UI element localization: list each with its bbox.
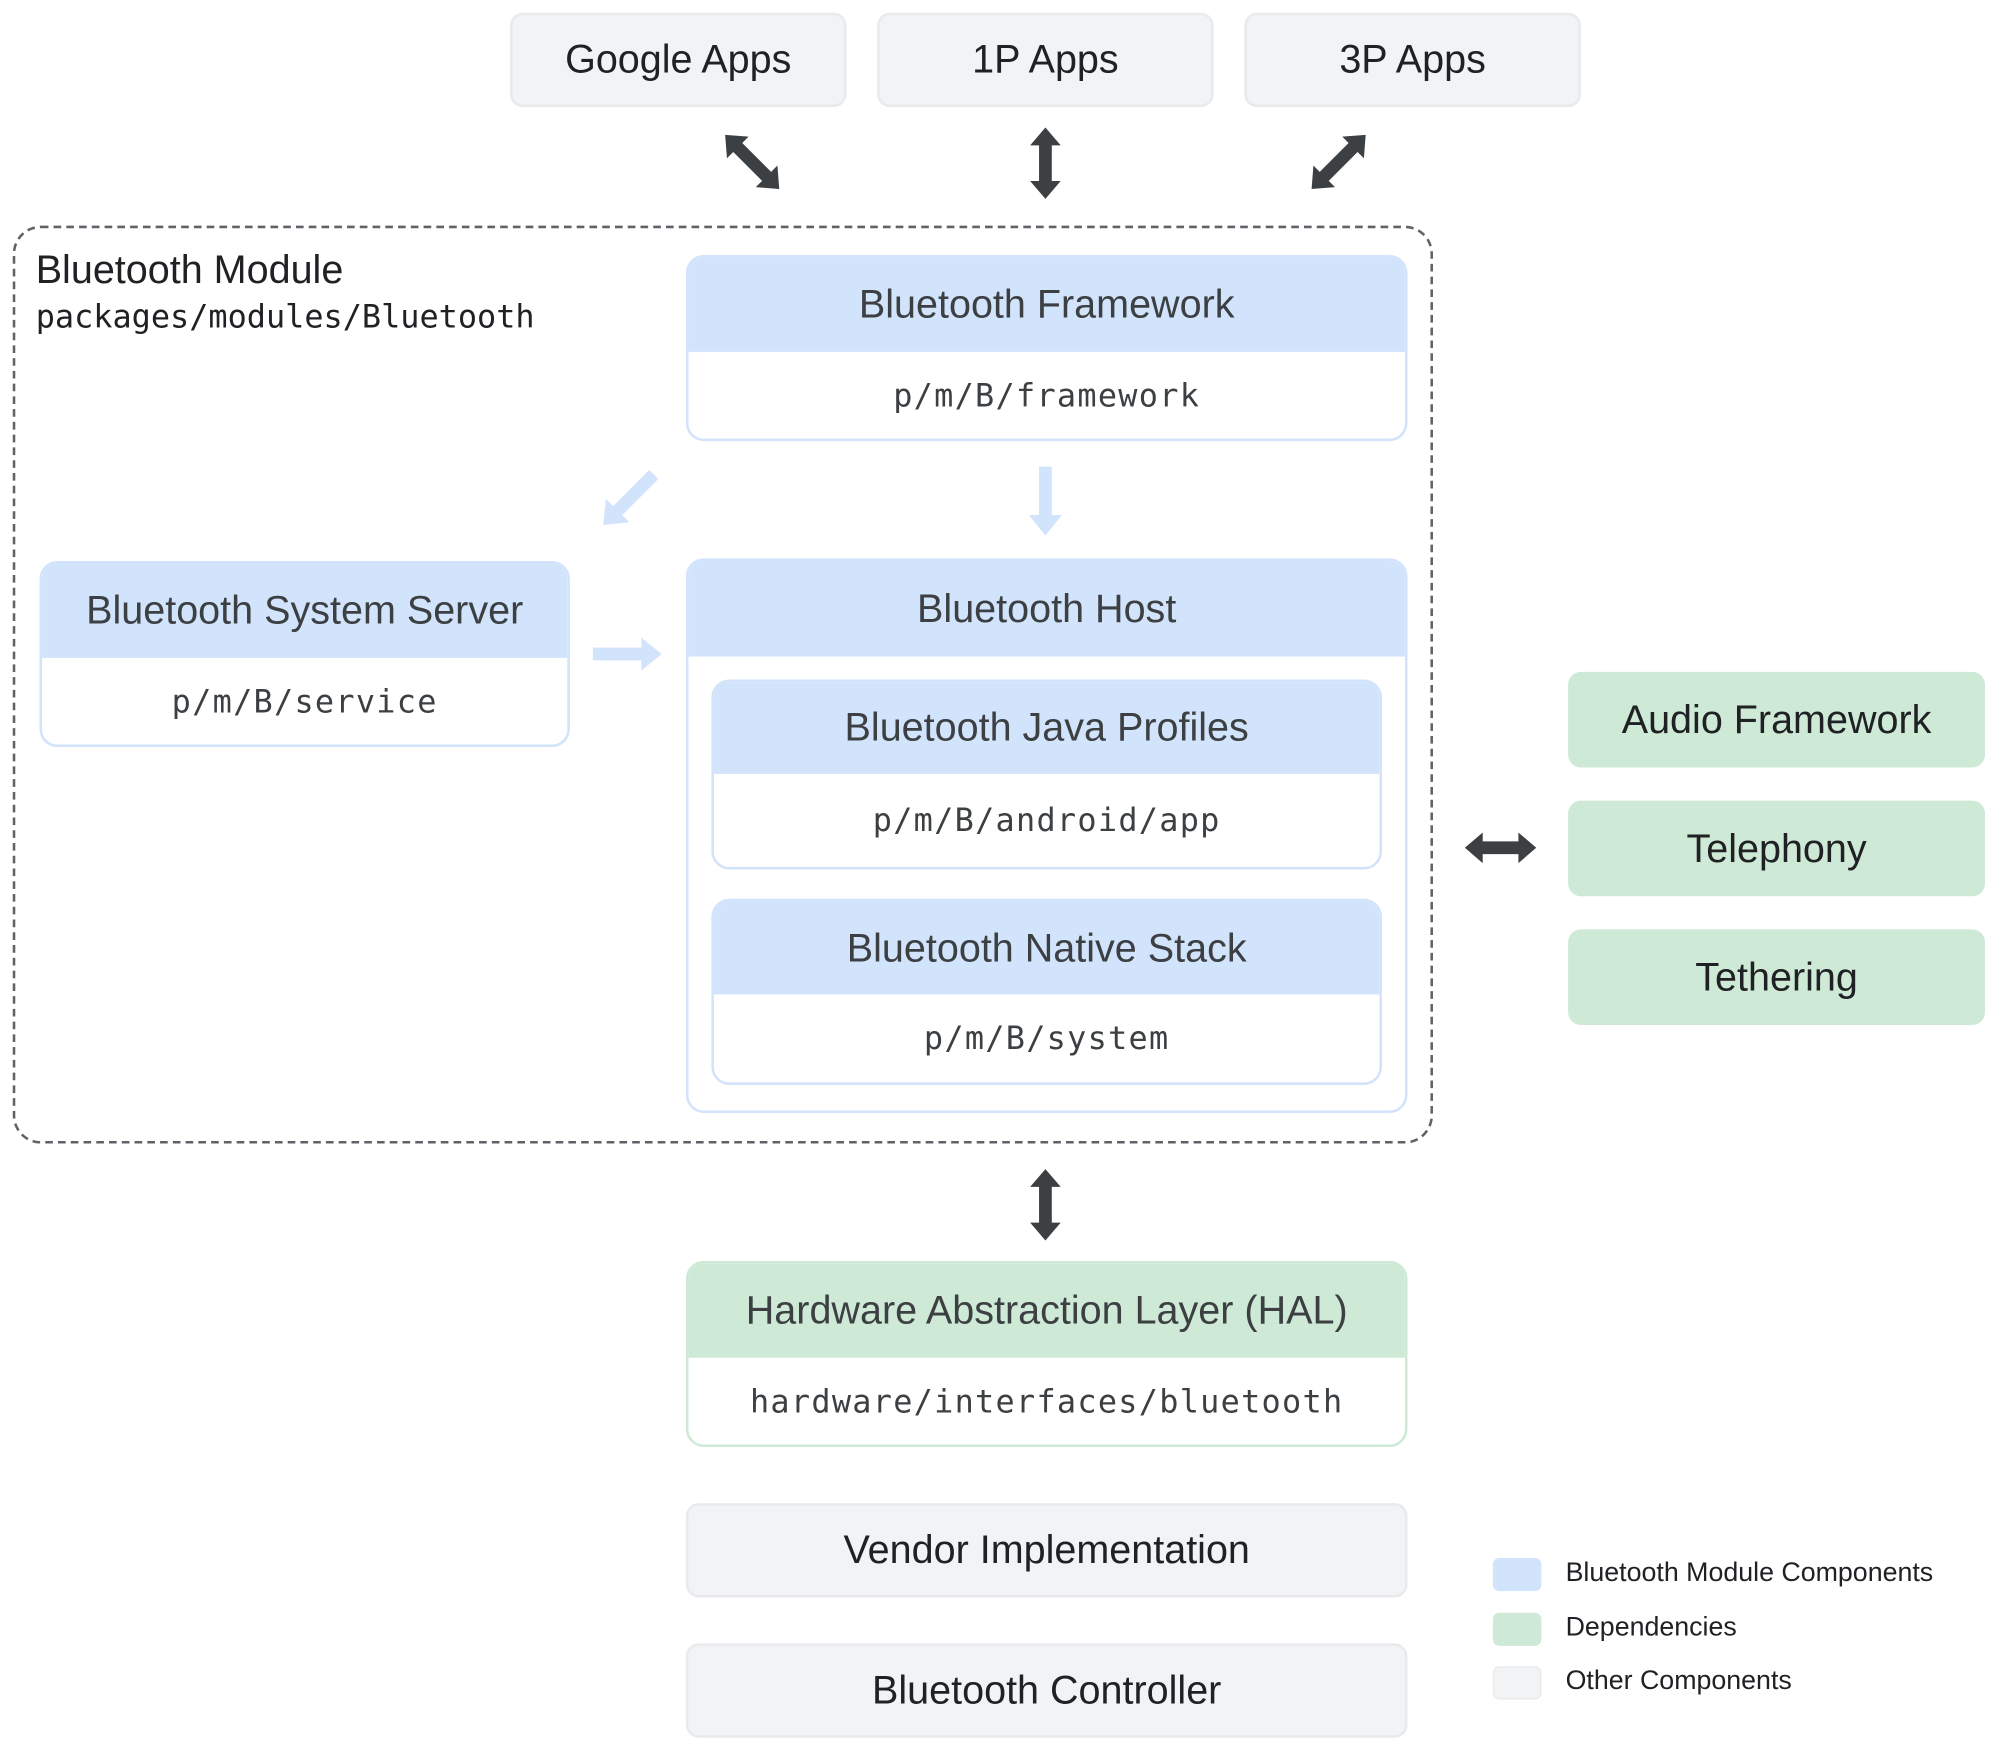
vendor-implementation-box: Vendor Implementation <box>685 1503 1408 1598</box>
double-arrow-icon <box>1030 127 1061 199</box>
double-arrow-icon <box>725 134 780 189</box>
1p-apps-box: 1P Apps <box>877 12 1214 108</box>
bluetooth-module-boundary <box>12 225 1433 1144</box>
audio-framework-label: Audio Framework <box>1621 696 1932 742</box>
legend-label: Dependencies <box>1565 1612 1737 1643</box>
arrow-down-icon <box>1028 466 1062 536</box>
arrow-down-left-icon <box>603 470 659 526</box>
audio-framework-box: Audio Framework <box>1568 671 1986 768</box>
hal-path: hardware/interfaces/bluetooth <box>749 1382 1344 1420</box>
telephony-box: Telephony <box>1568 800 1986 897</box>
arrow-right-icon <box>592 637 662 671</box>
legend-swatch-blue <box>1492 1557 1542 1592</box>
framework-path: p/m/B/framework <box>893 376 1201 414</box>
legend-swatch-green <box>1492 1612 1542 1646</box>
bluetooth-java-profiles-box: Bluetooth Java Profiles p/m/B/android/ap… <box>711 679 1382 870</box>
native-stack-path: p/m/B/system <box>923 1019 1170 1057</box>
hal-title: Hardware Abstraction Layer (HAL) <box>688 1263 1405 1358</box>
legend-label: Other Components <box>1565 1666 1792 1696</box>
3p-apps-label: 3P Apps <box>1339 36 1486 82</box>
tethering-label: Tethering <box>1695 954 1858 999</box>
module-path: packages/modules/Bluetooth <box>35 298 535 336</box>
telephony-label: Telephony <box>1686 825 1867 871</box>
double-arrow-icon <box>1464 832 1537 864</box>
1p-apps-label: 1P Apps <box>972 36 1119 82</box>
java-profiles-path: p/m/B/android/app <box>872 801 1221 839</box>
system-server-title: Bluetooth System Server <box>42 563 568 658</box>
google-apps-box: Google Apps <box>509 12 847 108</box>
bluetooth-controller-box: Bluetooth Controller <box>685 1643 1408 1738</box>
module-title: Bluetooth Module <box>35 247 344 292</box>
host-title: Bluetooth Host <box>688 560 1405 657</box>
bluetooth-framework-box: Bluetooth Framework p/m/B/framework <box>685 254 1408 442</box>
legend-label: Bluetooth Module Components <box>1565 1557 1934 1588</box>
legend-swatch-grey <box>1492 1666 1542 1700</box>
hal-box: Hardware Abstraction Layer (HAL) hardwar… <box>685 1260 1408 1448</box>
system-server-path: p/m/B/service <box>171 682 438 720</box>
double-arrow-icon <box>1030 1169 1061 1241</box>
bluetooth-native-stack-box: Bluetooth Native Stack p/m/B/system <box>711 898 1382 1085</box>
native-stack-title: Bluetooth Native Stack <box>713 901 1380 995</box>
tethering-box: Tethering <box>1568 929 1986 1026</box>
double-arrow-icon <box>1311 134 1366 189</box>
vendor-label: Vendor Implementation <box>843 1527 1250 1572</box>
controller-label: Bluetooth Controller <box>872 1667 1222 1713</box>
3p-apps-box: 3P Apps <box>1244 12 1581 108</box>
google-apps-label: Google Apps <box>565 36 792 82</box>
framework-title: Bluetooth Framework <box>688 257 1405 352</box>
java-profiles-title: Bluetooth Java Profiles <box>713 682 1380 774</box>
bluetooth-system-server-box: Bluetooth System Server p/m/B/service <box>39 560 570 748</box>
